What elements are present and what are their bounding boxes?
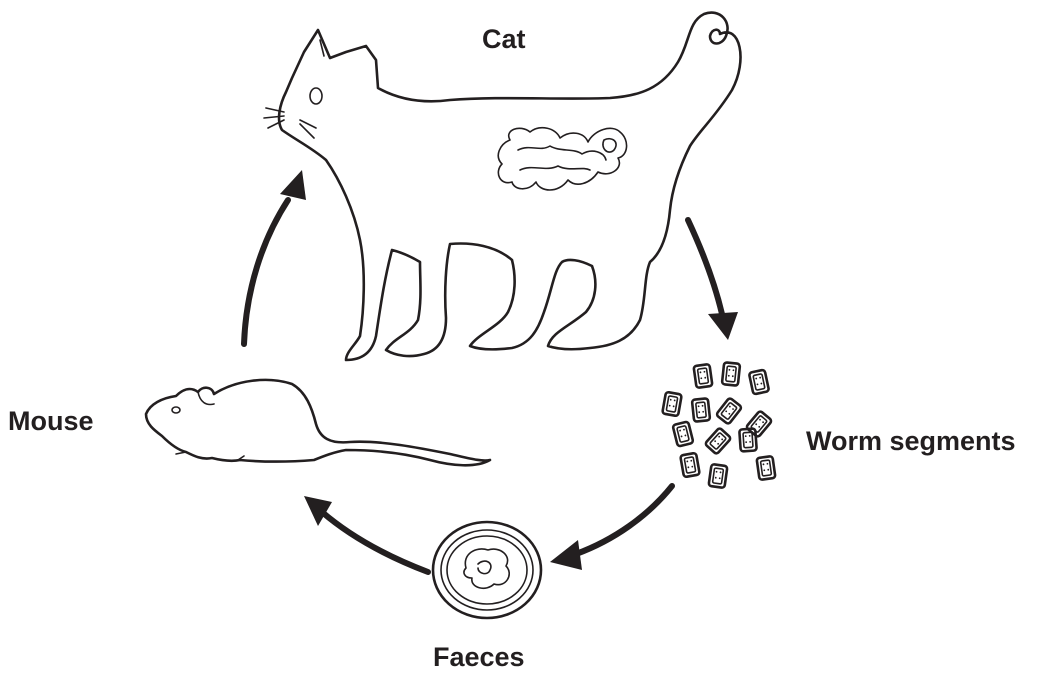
- worm-segment: [680, 453, 700, 477]
- worm-segment: [692, 398, 710, 422]
- worm-segment: [739, 428, 756, 451]
- worm-segment: [705, 427, 732, 454]
- worm-segment: [673, 421, 694, 446]
- label-worm-segments: Worm segments: [806, 426, 1016, 456]
- worm-segment: [746, 410, 772, 437]
- cat-illustration: [264, 13, 741, 360]
- arrow-faeces-to-mouse: [304, 496, 428, 572]
- worm-segment: [716, 397, 742, 424]
- arrow-cat-to-segments: [688, 220, 738, 340]
- label-cat: Cat: [482, 24, 526, 54]
- faeces-illustration: [433, 522, 541, 618]
- arrow-segments-to-faeces: [550, 486, 672, 570]
- worm-segment: [662, 392, 682, 416]
- mouse-illustration: [146, 380, 490, 465]
- arrow-mouse-to-cat: [244, 170, 306, 344]
- worm-segment: [694, 364, 713, 388]
- worm-segment: [749, 370, 769, 395]
- worm-segment: [709, 464, 728, 488]
- label-mouse: Mouse: [8, 406, 94, 436]
- label-faeces: Faeces: [433, 642, 525, 672]
- worm-segment: [757, 456, 776, 480]
- worm-segments-illustration: [662, 362, 775, 488]
- worm-segment: [722, 362, 740, 386]
